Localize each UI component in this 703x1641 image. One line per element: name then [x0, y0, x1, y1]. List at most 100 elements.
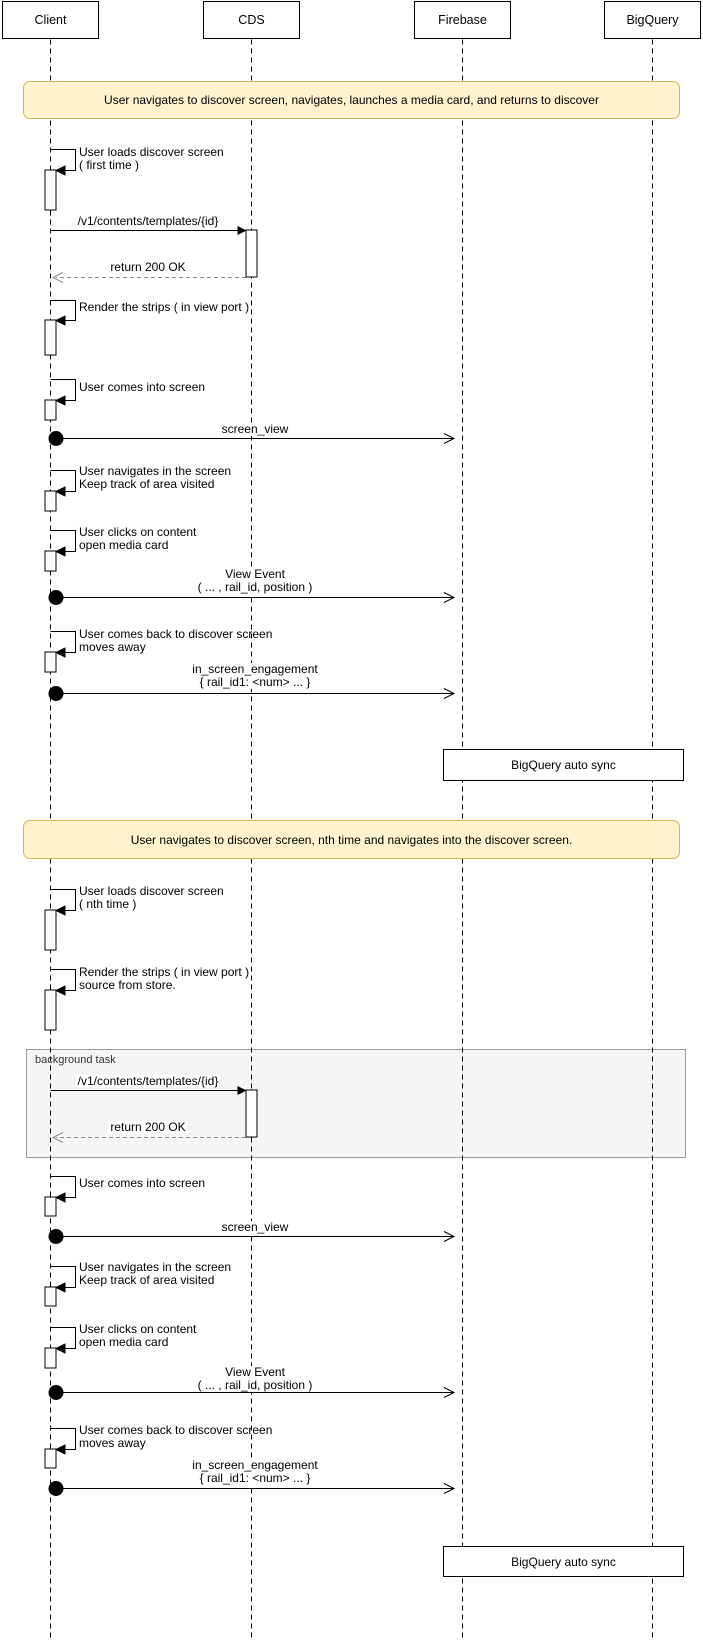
self-message-label-clicks: User clicks on content open media card: [79, 1323, 196, 1349]
message-line: User navigates in the screen: [79, 464, 232, 478]
message-line: screen_view: [219, 1220, 291, 1234]
section-banner-1: User navigates to discover screen, navig…: [23, 81, 680, 119]
self-message-arrow: [50, 1428, 76, 1455]
bigquery-sync-box: BigQuery auto sync: [443, 749, 684, 781]
self-message-arrow: [50, 1176, 76, 1203]
actor-label: BigQuery: [626, 13, 679, 27]
activation-bar: [44, 1448, 57, 1469]
message-label-api-call: /v1/contents/templates/{id}: [50, 215, 246, 228]
activation-bar: [44, 909, 57, 951]
self-message-label-comes-back: User comes back to discover screen moves…: [79, 1424, 272, 1450]
message-line: User comes into screen: [79, 1176, 206, 1190]
message-line: screen_view: [219, 422, 291, 436]
actor-box-client: Client: [2, 1, 99, 39]
message-line: User loads discover screen: [79, 145, 224, 159]
activation-bar: [44, 550, 57, 572]
banner-text: User navigates to discover screen, nth t…: [130, 832, 573, 847]
actor-label: Client: [34, 13, 67, 27]
actor-box-cds: CDS: [203, 1, 300, 39]
message-label-view-event: View Event ( ... , rail_id, position ): [56, 1366, 454, 1392]
message-line: ( nth time ): [79, 897, 137, 911]
activation-bar: [44, 399, 57, 421]
activation-bars: [44, 169, 258, 1469]
message-label-screen-view: screen_view: [56, 423, 454, 436]
api-response-arrow: [51, 272, 246, 283]
message-line: open media card: [79, 1335, 169, 1349]
self-message-label-comes-back: User comes back to discover screen moves…: [79, 628, 272, 654]
message-line: Render the strips ( in view port ): [79, 300, 250, 314]
message-line: User comes back to discover screen: [79, 1423, 273, 1437]
self-message-arrows: [50, 149, 76, 1455]
activation-bar: [44, 1196, 57, 1217]
message-line: Keep track of area visited: [79, 1273, 215, 1287]
message-label-engagement: in_screen_engagement { rail_id1: <num> .…: [56, 1459, 454, 1485]
activation-bar: [44, 651, 57, 673]
message-line: moves away: [79, 1436, 146, 1450]
event-arrow-view-event: [48, 1385, 456, 1400]
self-message-arrow: [50, 1327, 76, 1354]
self-message-label-navigates: User navigates in the screen Keep track …: [79, 465, 231, 491]
self-message-arrow: [50, 379, 76, 406]
self-message-arrow: [50, 470, 76, 497]
event-arrow-engagement: [48, 1481, 456, 1496]
self-message-label-navigates: User navigates in the screen Keep track …: [79, 1261, 231, 1287]
message-line: Keep track of area visited: [79, 477, 215, 491]
self-message-label-clicks: User clicks on content open media card: [79, 526, 196, 552]
message-line: return 200 OK: [108, 1120, 188, 1134]
self-message-label-comes-into: User comes into screen: [79, 1177, 205, 1190]
self-message-arrow: [50, 300, 76, 326]
message-label-engagement: in_screen_engagement { rail_id1: <num> .…: [56, 663, 454, 689]
message-line: source from store.: [79, 978, 176, 992]
message-line: in_screen_engagement: [190, 1458, 320, 1472]
self-message-label-render-strips: Render the strips ( in view port ): [79, 301, 249, 314]
api-response-arrow: [51, 1132, 246, 1143]
self-message-arrow: [50, 631, 76, 658]
message-label-view-event: View Event ( ... , rail_id, position ): [56, 568, 454, 594]
message-line: View Event: [223, 567, 287, 581]
self-message-label-load-first: User loads discover screen ( first time …: [79, 146, 224, 172]
message-line: User comes into screen: [79, 380, 206, 394]
self-message-arrow: [50, 149, 76, 176]
message-label-screen-view: screen_view: [56, 1221, 454, 1234]
message-line: User navigates in the screen: [79, 1260, 232, 1274]
message-line: ( first time ): [79, 158, 139, 172]
actor-label: Firebase: [438, 13, 487, 27]
self-message-arrow: [50, 530, 76, 557]
message-line: User clicks on content: [79, 525, 197, 539]
self-message-label-render-strips-store: Render the strips ( in view port ) sourc…: [79, 966, 249, 992]
activation-bar: [245, 229, 258, 278]
background-task-label: background task: [35, 1054, 116, 1066]
message-line: /v1/contents/templates/{id}: [75, 1074, 221, 1088]
self-message-arrow: [50, 1266, 76, 1293]
banner-text: User navigates to discover screen, navig…: [104, 93, 599, 107]
event-arrow-engagement: [48, 686, 456, 701]
api-request-arrow: [50, 1086, 247, 1095]
message-line: Render the strips ( in view port ): [79, 965, 250, 979]
message-label-api-return: return 200 OK: [50, 261, 246, 274]
activation-bar: [44, 1347, 57, 1369]
actor-box-firebase: Firebase: [414, 1, 511, 39]
event-arrow-screen-view: [48, 431, 456, 446]
bigquery-sync-box: BigQuery auto sync: [443, 1546, 684, 1577]
background-task-frame: [26, 1049, 686, 1158]
activation-bar: [44, 319, 57, 356]
self-message-label-comes-into: User comes into screen: [79, 381, 205, 394]
activation-bar: [44, 169, 57, 211]
message-line: ( ... , rail_id, position ): [195, 580, 315, 594]
message-label-api-call: /v1/contents/templates/{id}: [50, 1075, 246, 1088]
event-arrow-screen-view: [48, 1229, 456, 1244]
section-banner-2: User navigates to discover screen, nth t…: [23, 820, 680, 859]
activation-bar: [44, 1286, 57, 1307]
message-line: ( ... , rail_id, position ): [195, 1378, 315, 1392]
message-line: open media card: [79, 538, 169, 552]
message-line: User clicks on content: [79, 1322, 197, 1336]
self-message-arrow: [50, 969, 76, 996]
activation-bar: [245, 1089, 258, 1138]
message-label-api-return: return 200 OK: [50, 1121, 246, 1134]
message-line: in_screen_engagement: [190, 662, 320, 676]
activation-bar: [44, 989, 57, 1031]
sync-label: BigQuery auto sync: [511, 758, 616, 772]
message-line: User comes back to discover screen: [79, 627, 273, 641]
self-message-label-load-nth: User loads discover screen ( nth time ): [79, 885, 224, 911]
